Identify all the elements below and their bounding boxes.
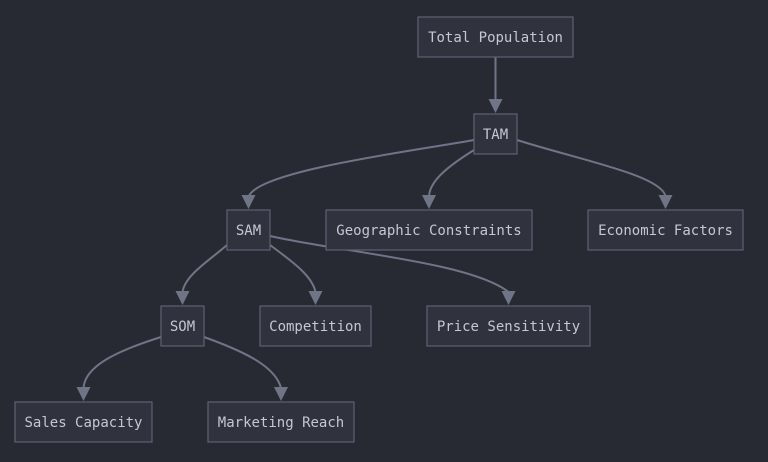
- node-box-total-population: [417, 16, 574, 58]
- edge-sam-to-price-sensitivity: [269, 235, 510, 293]
- node-label-total-population: Total Population: [428, 30, 563, 46]
- node-label-som: SOM: [170, 319, 195, 335]
- node-box-economic-factors: [587, 209, 744, 251]
- arrowhead-competition: [308, 291, 323, 305]
- node-box-som: [160, 305, 205, 347]
- arrowhead-price-sensitivity: [501, 291, 516, 305]
- node-box-geographic-constraints: [325, 209, 533, 251]
- arrowhead-marketing-reach: [274, 387, 288, 401]
- arrowhead-sales-capacity: [76, 387, 91, 401]
- node-label-price-sensitivity: Price Sensitivity: [437, 319, 580, 335]
- node-box-price-sensitivity: [426, 305, 591, 347]
- edge-tam-to-sam: [248, 139, 475, 197]
- node-label-sales-capacity: Sales Capacity: [24, 415, 142, 431]
- node-box-tam: [473, 113, 518, 155]
- node-geographic-constraints: Geographic Constraints: [325, 209, 533, 251]
- node-box-sales-capacity: [14, 401, 153, 443]
- edge-som-to-sales-capacity: [82, 336, 162, 389]
- node-box-competition: [259, 305, 372, 347]
- node-label-sam: SAM: [236, 223, 261, 239]
- edge-som-to-marketing-reach: [203, 336, 282, 389]
- node-marketing-reach: Marketing Reach: [207, 401, 355, 443]
- edges-layer: [76, 57, 673, 401]
- node-box-sam: [226, 209, 271, 251]
- node-tam: TAM: [473, 113, 518, 155]
- arrowhead-sam: [241, 195, 256, 209]
- node-som: SOM: [160, 305, 205, 347]
- arrowhead-economic-factors: [658, 195, 673, 209]
- arrowhead-som: [175, 291, 190, 305]
- node-total-population: Total Population: [417, 16, 574, 58]
- node-label-marketing-reach: Marketing Reach: [218, 415, 344, 431]
- arrowhead-tam: [488, 99, 503, 113]
- edge-sam-to-competition: [269, 244, 317, 293]
- node-sam: SAM: [226, 209, 271, 251]
- node-price-sensitivity: Price Sensitivity: [426, 305, 591, 347]
- node-economic-factors: Economic Factors: [587, 209, 744, 251]
- node-label-economic-factors: Economic Factors: [598, 223, 733, 239]
- node-label-geographic-constraints: Geographic Constraints: [336, 223, 521, 239]
- node-competition: Competition: [259, 305, 372, 347]
- node-label-competition: Competition: [269, 319, 362, 335]
- edge-sam-to-som: [181, 244, 228, 293]
- node-sales-capacity: Sales Capacity: [14, 401, 153, 443]
- node-label-tam: TAM: [483, 127, 508, 143]
- node-box-marketing-reach: [207, 401, 355, 443]
- edge-tam-to-geographic-constraints: [428, 149, 475, 197]
- arrowhead-geographic-constraints: [422, 195, 436, 209]
- edge-tam-to-economic-factors: [516, 139, 667, 197]
